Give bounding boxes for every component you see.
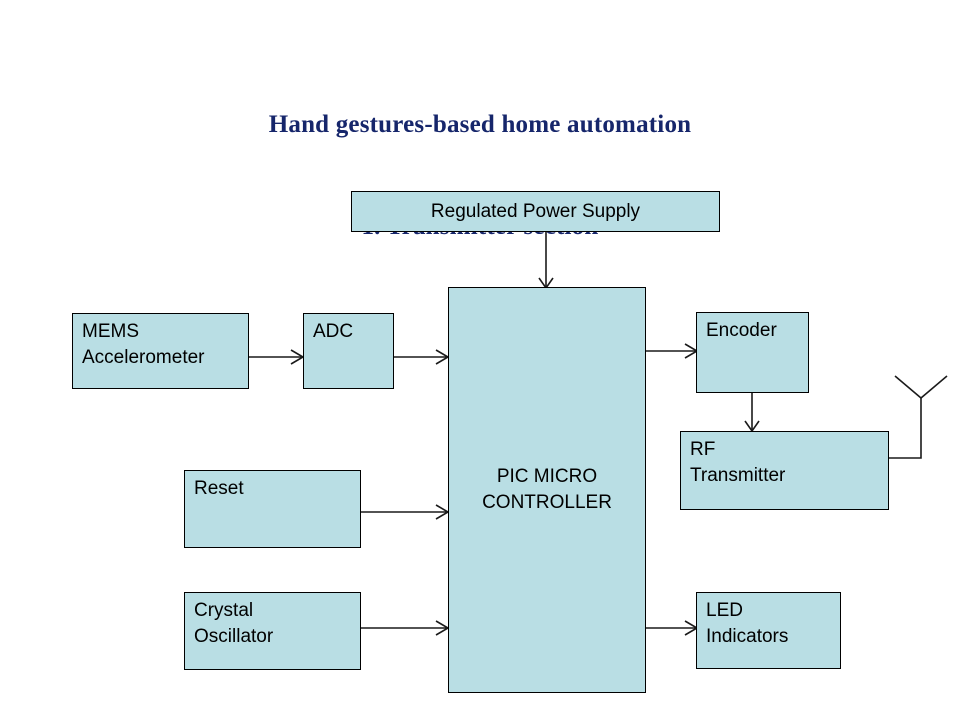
block-label-rf-transmitter: RF Transmitter (690, 439, 786, 486)
connector-pic-to-encoder (645, 343, 699, 359)
block-encoder[interactable]: Encoder (696, 312, 809, 393)
block-adc[interactable]: ADC (303, 313, 394, 389)
block-label-crystal-oscillator: Crystal Oscillator (194, 600, 274, 647)
block-label-reset: Reset (194, 478, 244, 499)
block-label-mems-accelerometer: MEMS Accelerometer (82, 321, 205, 368)
block-pic-microcontroller[interactable]: PIC MICRO CONTROLLER (448, 287, 646, 693)
connector-crystal-to-pic (360, 620, 450, 636)
block-rf-transmitter[interactable]: RF Transmitter (680, 431, 889, 510)
connector-reset-to-pic (360, 504, 450, 520)
connector-encoder-to-rf (744, 392, 760, 433)
connector-pic-to-led (645, 620, 699, 636)
block-label-encoder: Encoder (706, 320, 777, 341)
block-mems-accelerometer[interactable]: MEMS Accelerometer (72, 313, 249, 389)
connector-mems-to-adc (248, 349, 305, 365)
page-title: Hand gestures-based home automation 1. T… (0, 40, 960, 312)
block-label-regulated-power-supply: Regulated Power Supply (430, 201, 641, 222)
block-reset[interactable]: Reset (184, 470, 361, 548)
connector-adc-to-pic (393, 349, 450, 365)
connector-rf-to-antenna (888, 398, 922, 459)
block-label-led-indicators: LED Indicators (706, 600, 789, 647)
block-label-pic-microcontroller: PIC MICRO CONTROLLER (482, 466, 612, 513)
block-label-adc: ADC (313, 321, 354, 342)
block-crystal-oscillator[interactable]: Crystal Oscillator (184, 592, 361, 670)
block-regulated-power-supply[interactable]: Regulated Power Supply (351, 191, 720, 232)
page-title-line-1: Hand gestures-based home automation (268, 111, 692, 138)
antenna-icon (894, 375, 948, 399)
block-led-indicators[interactable]: LED Indicators (696, 592, 841, 669)
